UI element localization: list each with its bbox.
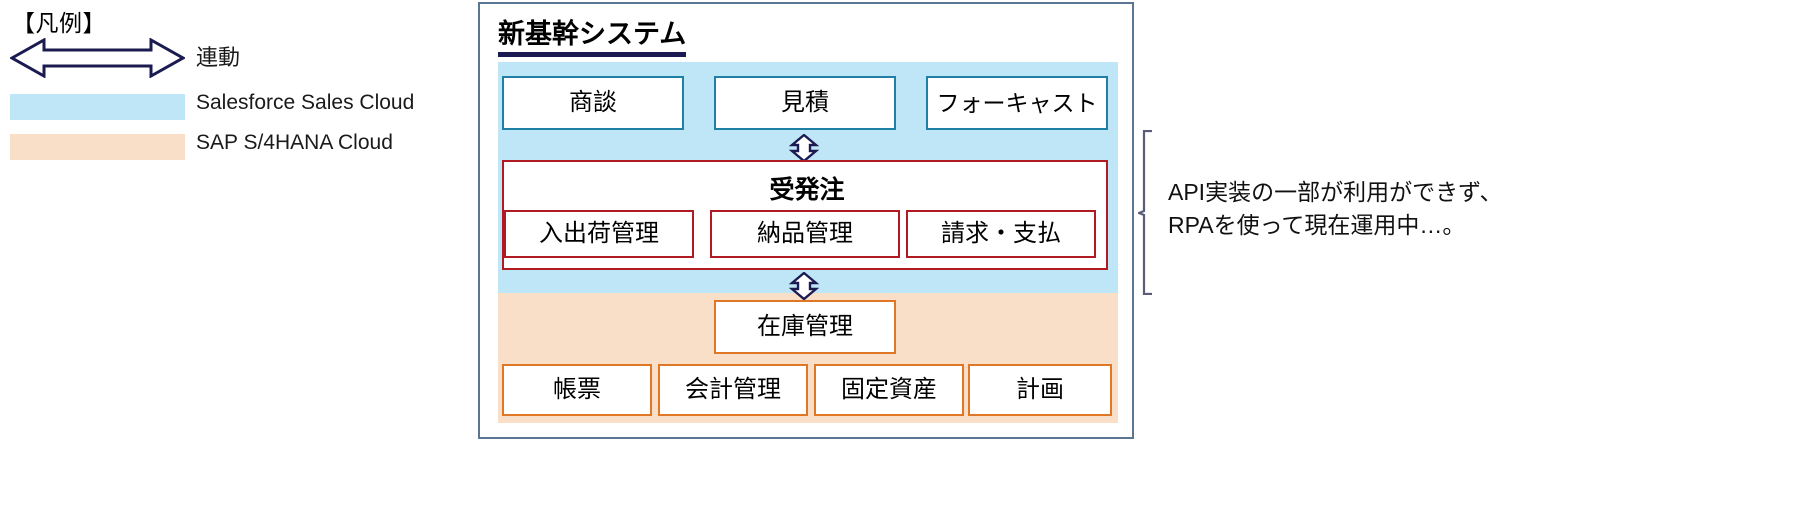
legend-title: 【凡例】 [12, 10, 106, 36]
color-swatch-icon-sap [10, 134, 185, 160]
legend-panel: 【凡例】 連動 Salesforce Sales Cloud SAP S/4HA… [0, 0, 470, 180]
annotation-text: API実装の一部が利用ができず、 RPAを使って現在運用中…。 [1168, 176, 1788, 243]
node-label: 固定資産 [841, 376, 937, 403]
node-label: 帳票 [553, 376, 601, 403]
node-label: フォーキャスト [936, 89, 1098, 116]
node-shodan[interactable]: 商談 [502, 76, 684, 130]
double-headed-arrow-icon [8, 37, 187, 79]
annotation-line-1: API実装の一部が利用ができず、 [1168, 179, 1503, 205]
node-forecast[interactable]: フォーキャスト [926, 76, 1108, 130]
new-core-system-card: 新基幹システム 商談 見積 フォーキャスト 受発注 入出荷管理 納品管理 [478, 2, 1134, 439]
order-group-title: 受発注 [769, 176, 845, 204]
legend-label-sap: SAP S/4HANA Cloud [196, 131, 393, 154]
double-headed-arrow-vertical-icon-bottom [788, 271, 820, 301]
node-label: 入出荷管理 [539, 220, 659, 247]
node-label: 請求・支払 [941, 220, 1061, 247]
legend-label-rendou: 連動 [196, 45, 241, 70]
legend-label-salesforce: Salesforce Sales Cloud [196, 91, 415, 114]
node-label: 在庫管理 [757, 313, 853, 340]
node-nouhin-kanri[interactable]: 納品管理 [710, 210, 900, 258]
node-kotei-shisan[interactable]: 固定資産 [814, 364, 964, 416]
node-kaikei-kanri[interactable]: 会計管理 [658, 364, 808, 416]
node-label: 計画 [1016, 376, 1064, 403]
node-label: 会計管理 [685, 376, 781, 403]
node-chohyo[interactable]: 帳票 [502, 364, 652, 416]
node-zaiko-kanri[interactable]: 在庫管理 [714, 300, 896, 354]
node-keikaku[interactable]: 計画 [968, 364, 1112, 416]
node-nyushukka-kanri[interactable]: 入出荷管理 [504, 210, 694, 258]
annotation-line-2: RPAを使って現在運用中…。 [1168, 212, 1466, 239]
node-mitsumori[interactable]: 見積 [714, 76, 896, 130]
node-seikyu-shiharai[interactable]: 請求・支払 [906, 210, 1096, 258]
node-label: 商談 [569, 89, 617, 116]
node-label: 見積 [781, 89, 829, 116]
node-label: 納品管理 [757, 220, 853, 247]
legend-item-sap: SAP S/4HANA Cloud [0, 126, 470, 166]
color-swatch-icon-salesforce [10, 94, 185, 120]
legend-item-salesforce: Salesforce Sales Cloud [0, 86, 470, 126]
legend-item-rendou: 連動 [0, 36, 470, 79]
double-headed-arrow-vertical-icon-top [788, 133, 820, 163]
annotation-bracket-icon [1136, 129, 1156, 296]
page-title: 新基幹システム [498, 12, 687, 57]
